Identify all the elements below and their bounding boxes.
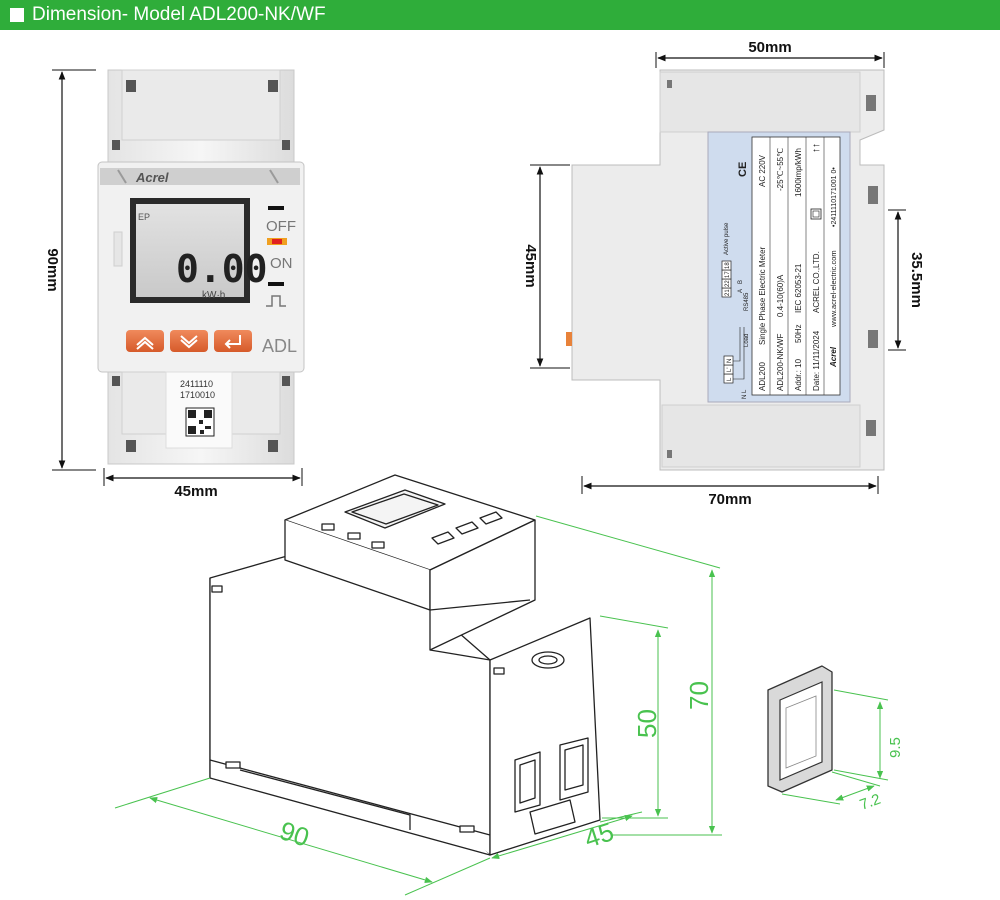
label-addr: Addr.: 10 (794, 358, 803, 391)
label-web: www.acrel-electric.com (829, 250, 838, 328)
cover-dim-9-5: 9.5 (887, 737, 904, 758)
off-label: OFF (266, 218, 296, 235)
terminal-cover: 9.5 7.2 (767, 665, 904, 814)
side-top-dim: 50mm (748, 39, 791, 56)
chevron-up-icon (136, 336, 154, 350)
label-imp: 1600imp/kWh (794, 148, 803, 197)
cover-dim-7-2: 7.2 (858, 791, 883, 814)
iso-dim-70: 70 (684, 681, 714, 710)
terminal-22: 22 (725, 280, 731, 287)
spec-label: ADL200 Single Phase Electric Meter AC 22… (721, 136, 841, 399)
serial-line-2: 1710010 (180, 390, 215, 400)
qr-code-icon (185, 407, 215, 437)
double-square-icon (810, 208, 822, 220)
iso-dim-90: 90 (276, 815, 313, 852)
load-text: Load (744, 334, 750, 347)
pulse-text: Active pulse (724, 222, 730, 255)
lcd-side-label: EP (138, 212, 150, 222)
label-standard: IEC 62053-21 (794, 263, 803, 313)
header-bar: Dimension- Model ADL200-NK/WF (0, 0, 1000, 30)
serial-line-1: 2411110 (180, 379, 213, 389)
square-bullet-icon (10, 8, 24, 22)
rs485-text: RS485 (744, 292, 750, 311)
label-date: Date: 11/11/2024 (812, 330, 821, 391)
label-submodel: ADL200-NK/WF (776, 334, 785, 391)
label-current: 0.4-10(60)A (776, 274, 785, 317)
terminal-l-prime: L' (727, 368, 733, 372)
lcd-value: 0.00 (176, 247, 268, 291)
front-view: Acrel EP 0.00 kW·h OFF ON ADL (44, 69, 305, 500)
ce-mark-icon: CE (737, 162, 749, 177)
side-view: ADL200 Single Phase Electric Meter AC 22… (522, 39, 925, 508)
terminal-17: 17 (725, 271, 731, 278)
terminal-18: 18 (725, 262, 731, 269)
terminal-l: L (727, 377, 733, 381)
up-button[interactable] (126, 330, 164, 352)
pulse-icon (266, 295, 286, 307)
front-brand: Acrel (135, 170, 169, 185)
label-company: ACREL CO.,LTD. (812, 251, 821, 313)
iso-view: 90 45 50 70 (114, 474, 722, 896)
side-bottom-dim: 70mm (708, 491, 751, 508)
side-right-dim: 35.5mm (908, 252, 925, 308)
lcd-unit: kW·h (202, 290, 225, 301)
line-l-text: L (742, 389, 748, 393)
line-n-text: N (742, 395, 748, 399)
page-title: Dimension- Model ADL200-NK/WF (32, 4, 326, 25)
wiring-diagram: 21 22 17 18 Active pulse RS485 A B L L' … (721, 222, 750, 399)
rs-b: B (738, 280, 744, 284)
front-width-dim: 45mm (174, 483, 217, 500)
label-desc: Single Phase Electric Meter (758, 246, 767, 345)
down-button[interactable] (170, 330, 208, 352)
label-serial: •2411110171001 0• (831, 167, 838, 227)
enter-icon (224, 335, 241, 349)
chevron-down-icon (180, 335, 198, 349)
on-label: ON (270, 255, 293, 272)
terminal-21: 21 (725, 289, 731, 296)
iso-dim-50: 50 (632, 709, 662, 738)
model-label: ADL (262, 336, 297, 356)
rs-a: A (738, 289, 744, 293)
label-freq: 50Hz (794, 324, 803, 343)
enter-button[interactable] (214, 330, 252, 352)
side-left-dim: 45mm (522, 244, 539, 287)
terminal-n: N (727, 359, 733, 363)
label-voltage: AC 220V (758, 154, 767, 187)
label-brand: Acrel (829, 346, 838, 368)
label-model: ADL200 (758, 362, 767, 391)
label-temp: -25℃~55℃ (776, 148, 785, 191)
up-arrows-icon: ↑↑ (811, 143, 822, 153)
front-height-dim: 90mm (44, 248, 61, 291)
